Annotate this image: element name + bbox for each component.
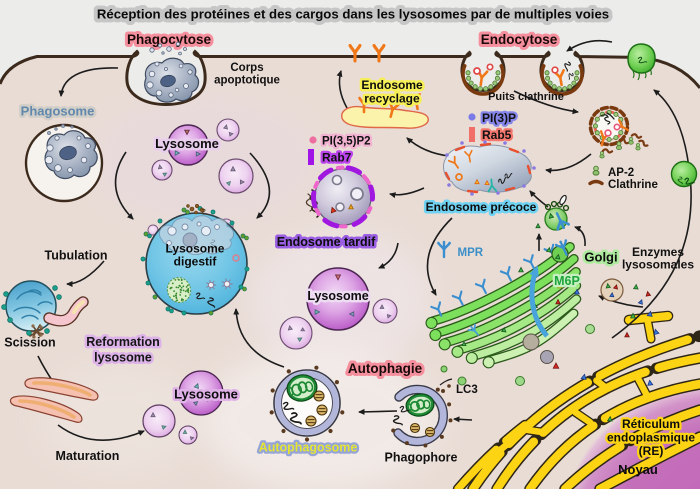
svg-text:Phagocytose: Phagocytose <box>127 32 212 47</box>
svg-text:Golgi: Golgi <box>584 250 617 265</box>
svg-text:Endosome: Endosome <box>361 78 423 92</box>
svg-text:Corps: Corps <box>230 62 263 74</box>
svg-text:LC3: LC3 <box>456 384 478 396</box>
svg-text:M6P: M6P <box>554 274 580 288</box>
svg-text:(RE): (RE) <box>639 444 664 458</box>
svg-text:Enzymes: Enzymes <box>632 245 684 259</box>
svg-text:PI(3)P: PI(3)P <box>482 111 516 125</box>
svg-text:Réception des protéines et des: Réception des protéines et des cargos da… <box>97 7 609 22</box>
svg-text:Rab7: Rab7 <box>322 151 352 165</box>
svg-text:Phagosome: Phagosome <box>21 104 95 119</box>
svg-text:PI(3,5)P2: PI(3,5)P2 <box>322 136 371 148</box>
svg-text:Réticulum: Réticulum <box>622 417 680 431</box>
svg-text:Endocytose: Endocytose <box>481 32 558 47</box>
svg-text:Rab5: Rab5 <box>482 128 512 142</box>
svg-text:Puits clathrine: Puits clathrine <box>488 91 564 103</box>
svg-text:Tubulation: Tubulation <box>45 249 108 263</box>
svg-text:endoplasmique: endoplasmique <box>607 431 695 445</box>
svg-text:Lysosome: Lysosome <box>166 242 225 256</box>
svg-text:Endosome précoce: Endosome précoce <box>426 200 537 214</box>
svg-text:recyclage: recyclage <box>364 92 420 106</box>
svg-text:digestif: digestif <box>174 255 218 269</box>
svg-text:lysosome: lysosome <box>94 351 152 365</box>
svg-text:Noyau: Noyau <box>618 462 658 477</box>
svg-text:MPR: MPR <box>458 247 484 259</box>
svg-text:Lysosome: Lysosome <box>307 289 368 303</box>
svg-text:Autophagie: Autophagie <box>348 361 423 376</box>
svg-text:Maturation: Maturation <box>56 449 120 463</box>
svg-text:Reformation: Reformation <box>86 335 160 349</box>
svg-text:Scission: Scission <box>4 336 55 350</box>
svg-text:Autophagosome: Autophagosome <box>259 441 358 455</box>
svg-text:Lysosome: Lysosome <box>174 387 238 402</box>
svg-text:AP-2: AP-2 <box>608 167 634 179</box>
svg-text:Lysosome: Lysosome <box>155 136 219 151</box>
svg-text:Clathrine: Clathrine <box>608 179 658 191</box>
svg-text:apoptotique: apoptotique <box>214 75 280 87</box>
svg-text:Endosome tardif: Endosome tardif <box>277 235 376 249</box>
svg-text:lysosomales: lysosomales <box>622 258 694 272</box>
svg-text:Phagophore: Phagophore <box>385 451 458 465</box>
